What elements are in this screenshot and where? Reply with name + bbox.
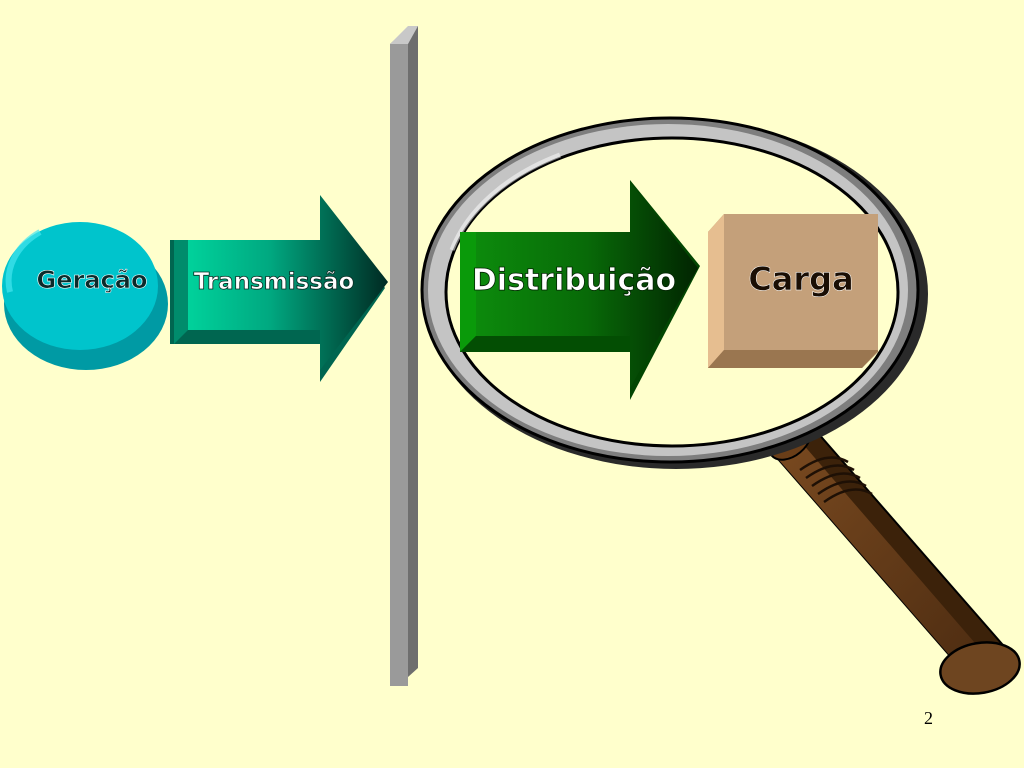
step-distribuicao: Distribuição [460, 180, 700, 400]
magnifying-glass-icon [420, 116, 1021, 695]
step-label-transmissao: Transmissão [194, 269, 355, 295]
divider-bar [390, 26, 418, 686]
step-geracao: Geração [2, 222, 168, 370]
step-label-geracao: Geração [37, 266, 148, 294]
page-number: 2 [924, 708, 933, 728]
magnifier-handle [767, 419, 1021, 695]
step-label-carga: Carga [748, 260, 853, 298]
step-carga: Carga [708, 214, 878, 368]
step-transmissao: Transmissão [170, 195, 388, 382]
step-label-distribuicao: Distribuição [472, 263, 676, 298]
